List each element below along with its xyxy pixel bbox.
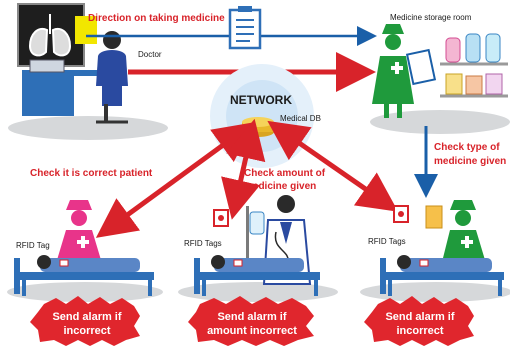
network-right-arrow [267, 120, 399, 212]
bed-frame [386, 272, 504, 280]
storage-room: Medicine storage room [370, 13, 510, 134]
patient-body [214, 258, 304, 272]
bedside-left: RFID Tag [7, 200, 163, 302]
storage-nurse-head [385, 34, 401, 50]
patient-body [40, 258, 140, 272]
alarm-center: Send alarm if amount incorrect [188, 296, 314, 346]
network-hub: NETWORK Medical DB [210, 64, 321, 168]
medicine-box-icon [465, 75, 483, 95]
bedside-center: RFID Tags [178, 195, 338, 302]
green-nurse-head [455, 210, 471, 226]
doctor-head [103, 31, 121, 49]
check-type-arrow: Check type of medicine given [414, 126, 506, 198]
storage-nurse-body [372, 56, 414, 104]
doctor-label: Doctor [138, 50, 162, 59]
medicine-pack-icon [485, 73, 503, 95]
rfid-tag-icon [233, 259, 243, 267]
nurse-cap [66, 200, 92, 210]
check-patient-label: Check it is correct patient [30, 168, 153, 179]
clipboard-icon [228, 6, 262, 50]
bed-headboard [14, 258, 20, 294]
nurse-cap [450, 200, 476, 210]
alarm-right-line1: Send alarm if [385, 311, 454, 323]
network-center-arrow [221, 118, 266, 220]
cross-icon [391, 62, 403, 74]
cross-icon [461, 236, 473, 248]
cross-icon [77, 236, 89, 248]
check-amount-label-2: medicine given [244, 181, 316, 192]
alarm-burst-icon [30, 296, 140, 346]
nurse-cap [382, 24, 404, 34]
bed-headboard [380, 258, 386, 294]
storage-floor-shadow [370, 110, 510, 134]
check-amount-label-1: Check amount of [244, 168, 326, 179]
pink-bottle-icon [445, 37, 461, 63]
bed-frame [20, 272, 154, 280]
bed-frame [200, 272, 320, 280]
doctor-floor-shadow [8, 116, 168, 140]
pill-box-icon [445, 73, 463, 95]
xray-monitor [17, 3, 85, 67]
rfid-label-right: RFID Tags [368, 237, 406, 246]
bedside-doctor-head [277, 195, 295, 213]
alarm-left-line1: Send alarm if [52, 311, 121, 323]
patient-head [397, 255, 411, 269]
bed-headboard [194, 258, 200, 294]
network-left-arrow [95, 122, 255, 238]
alarm-center-line1: Send alarm if [217, 311, 286, 323]
alarm-burst-icon [188, 296, 314, 346]
db-label: Medical DB [280, 114, 321, 123]
check-type-label-1: Check type of [434, 142, 500, 153]
doctor-body [96, 50, 128, 86]
rfid-label-left: RFID Tag [16, 241, 50, 250]
computer-monitor [29, 59, 65, 73]
alarm-right: Send alarm if incorrect [364, 296, 474, 346]
patient-head [211, 255, 225, 269]
rfid-tag-icon [59, 259, 69, 267]
pink-nurse-head [71, 210, 87, 226]
medicine-package-icon [425, 205, 443, 229]
iv-pole [246, 206, 249, 276]
lungs-icon [28, 14, 72, 57]
chair-leg [104, 104, 108, 122]
alarm-right-line2: incorrect [396, 325, 443, 337]
bedside-right: RFID Tags [360, 200, 510, 302]
alarm-left: Send alarm if incorrect [30, 296, 140, 346]
storage-clipboard-icon [405, 48, 437, 86]
alarm-left-line2: incorrect [63, 325, 110, 337]
alarm-burst-icon [364, 296, 474, 346]
check-type-label-2: medicine given [434, 156, 506, 167]
storage-label: Medicine storage room [390, 13, 472, 22]
network-label: NETWORK [230, 93, 292, 107]
blue-bottle-icon [465, 33, 481, 63]
patient-head [37, 255, 51, 269]
rfid-label-center: RFID Tags [184, 239, 222, 248]
rfid-tag-icon [419, 259, 429, 267]
cyan-bottle-icon [485, 33, 501, 63]
desk [22, 70, 74, 116]
iv-bag-icon [249, 211, 265, 235]
patient-body [400, 258, 492, 272]
direction-label: Direction on taking medicine [88, 13, 225, 24]
alarm-center-line2: amount incorrect [207, 325, 297, 337]
